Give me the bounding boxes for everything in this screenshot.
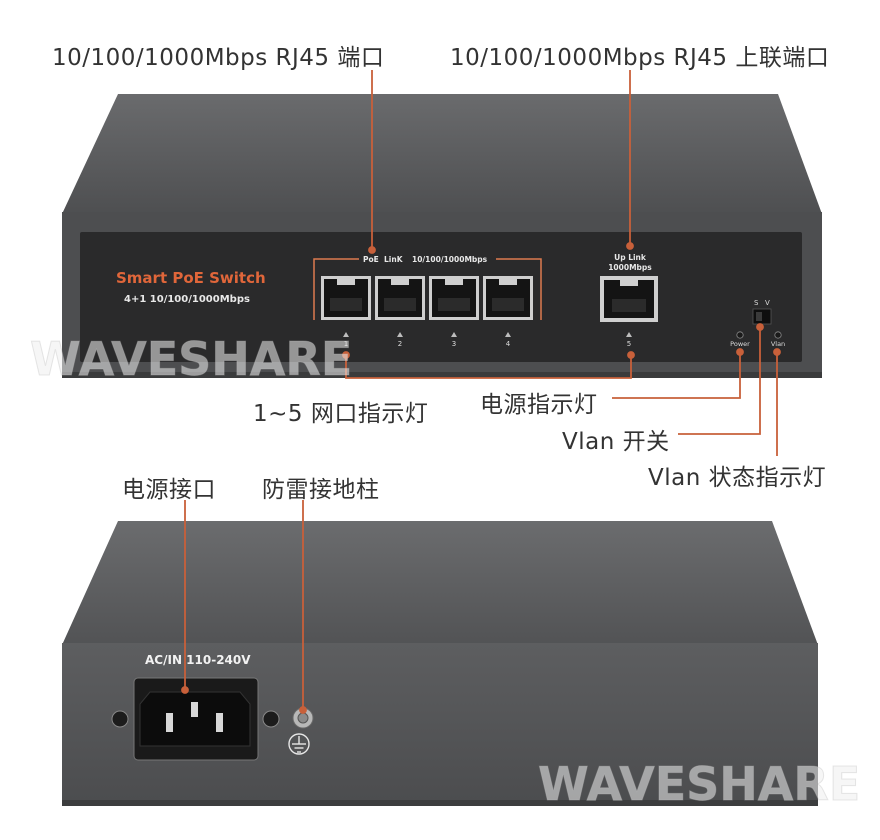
vlan-led-label: Vlan xyxy=(771,340,785,348)
leader-power-port-dot xyxy=(181,686,189,694)
leader-rj45-ports-dot xyxy=(368,246,376,254)
callout-uplink-port: 10/100/1000Mbps RJ45 上联端口 xyxy=(450,45,830,71)
callout-power-led: 电源指示灯 xyxy=(480,392,598,418)
rj45-uplink-port-5[interactable] xyxy=(600,276,658,322)
switch-s-label: S xyxy=(754,299,759,307)
watermark-front: WAVESHARE xyxy=(30,332,352,386)
uplink-speed: 1000Mbps xyxy=(608,263,652,272)
port-number-1: 1 xyxy=(344,340,348,348)
leader-vlan-switch xyxy=(678,327,761,435)
inlet-screw-left xyxy=(111,710,129,728)
port-number-5: 5 xyxy=(627,340,631,348)
callout-vlan-switch: Vlan 开关 xyxy=(562,429,670,455)
ac-input-label: AC/IN 110-240V xyxy=(145,653,251,667)
callout-vlan-led: Vlan 状态指示灯 xyxy=(648,465,827,491)
callout-port-leds: 1~5 网口指示灯 xyxy=(253,401,429,427)
ground-symbol-icon xyxy=(288,733,310,755)
port-number-3: 3 xyxy=(452,340,456,348)
leader-port-leds-dot-b xyxy=(627,351,635,359)
port-number-2: 2 xyxy=(398,340,402,348)
front-foot xyxy=(62,372,822,378)
callout-rj45-ports: 10/100/1000Mbps RJ45 端口 xyxy=(52,45,385,71)
speed-label: 10/100/1000Mbps xyxy=(412,255,488,264)
port-led-3 xyxy=(451,332,457,337)
inlet-screw-right xyxy=(262,710,280,728)
watermark-back: WAVESHARE xyxy=(538,757,860,811)
port-led-5 xyxy=(626,332,632,337)
back-foot xyxy=(62,800,818,806)
callout-ground: 防雷接地柱 xyxy=(262,477,380,503)
leader-vlan-switch-dot xyxy=(756,323,764,331)
power-led xyxy=(736,331,744,339)
front-top-surface xyxy=(62,94,822,214)
spec-label: 4+1 10/100/1000Mbps xyxy=(124,294,250,305)
leader-port-leds-dot-a xyxy=(342,351,350,359)
port-led-1 xyxy=(343,332,349,337)
poe-port-frame xyxy=(313,258,542,320)
power-led-label: Power xyxy=(730,340,750,348)
vlan-switch[interactable] xyxy=(752,308,772,325)
leader-uplink-port-dot xyxy=(626,242,634,250)
rj45-port-3[interactable] xyxy=(429,276,479,320)
leader-port-leds xyxy=(345,355,632,379)
rj45-port-4[interactable] xyxy=(483,276,533,320)
leader-vlan-led-dot xyxy=(773,348,781,356)
rj45-port-2[interactable] xyxy=(375,276,425,320)
port-number-4: 4 xyxy=(506,340,511,348)
leader-power-led-dot xyxy=(736,348,744,356)
ac-power-inlet[interactable] xyxy=(133,677,259,761)
callout-power-port: 电源接口 xyxy=(122,477,216,503)
link-label: LinK xyxy=(384,255,404,264)
back-top-surface xyxy=(62,521,818,645)
brand-label: Smart PoE Switch xyxy=(116,269,266,287)
poe-label: PoE xyxy=(363,255,379,264)
rj45-port-1[interactable] xyxy=(321,276,371,320)
leader-ground-dot xyxy=(299,706,307,714)
switch-v-label: V xyxy=(765,299,770,307)
port-led-4 xyxy=(505,332,511,337)
leader-power-led xyxy=(612,352,741,399)
port-led-2 xyxy=(397,332,403,337)
front-leader-lines xyxy=(342,70,781,456)
uplink-title: Up Link xyxy=(614,253,647,262)
vlan-led xyxy=(774,331,782,339)
back-leader-lines xyxy=(181,500,307,714)
